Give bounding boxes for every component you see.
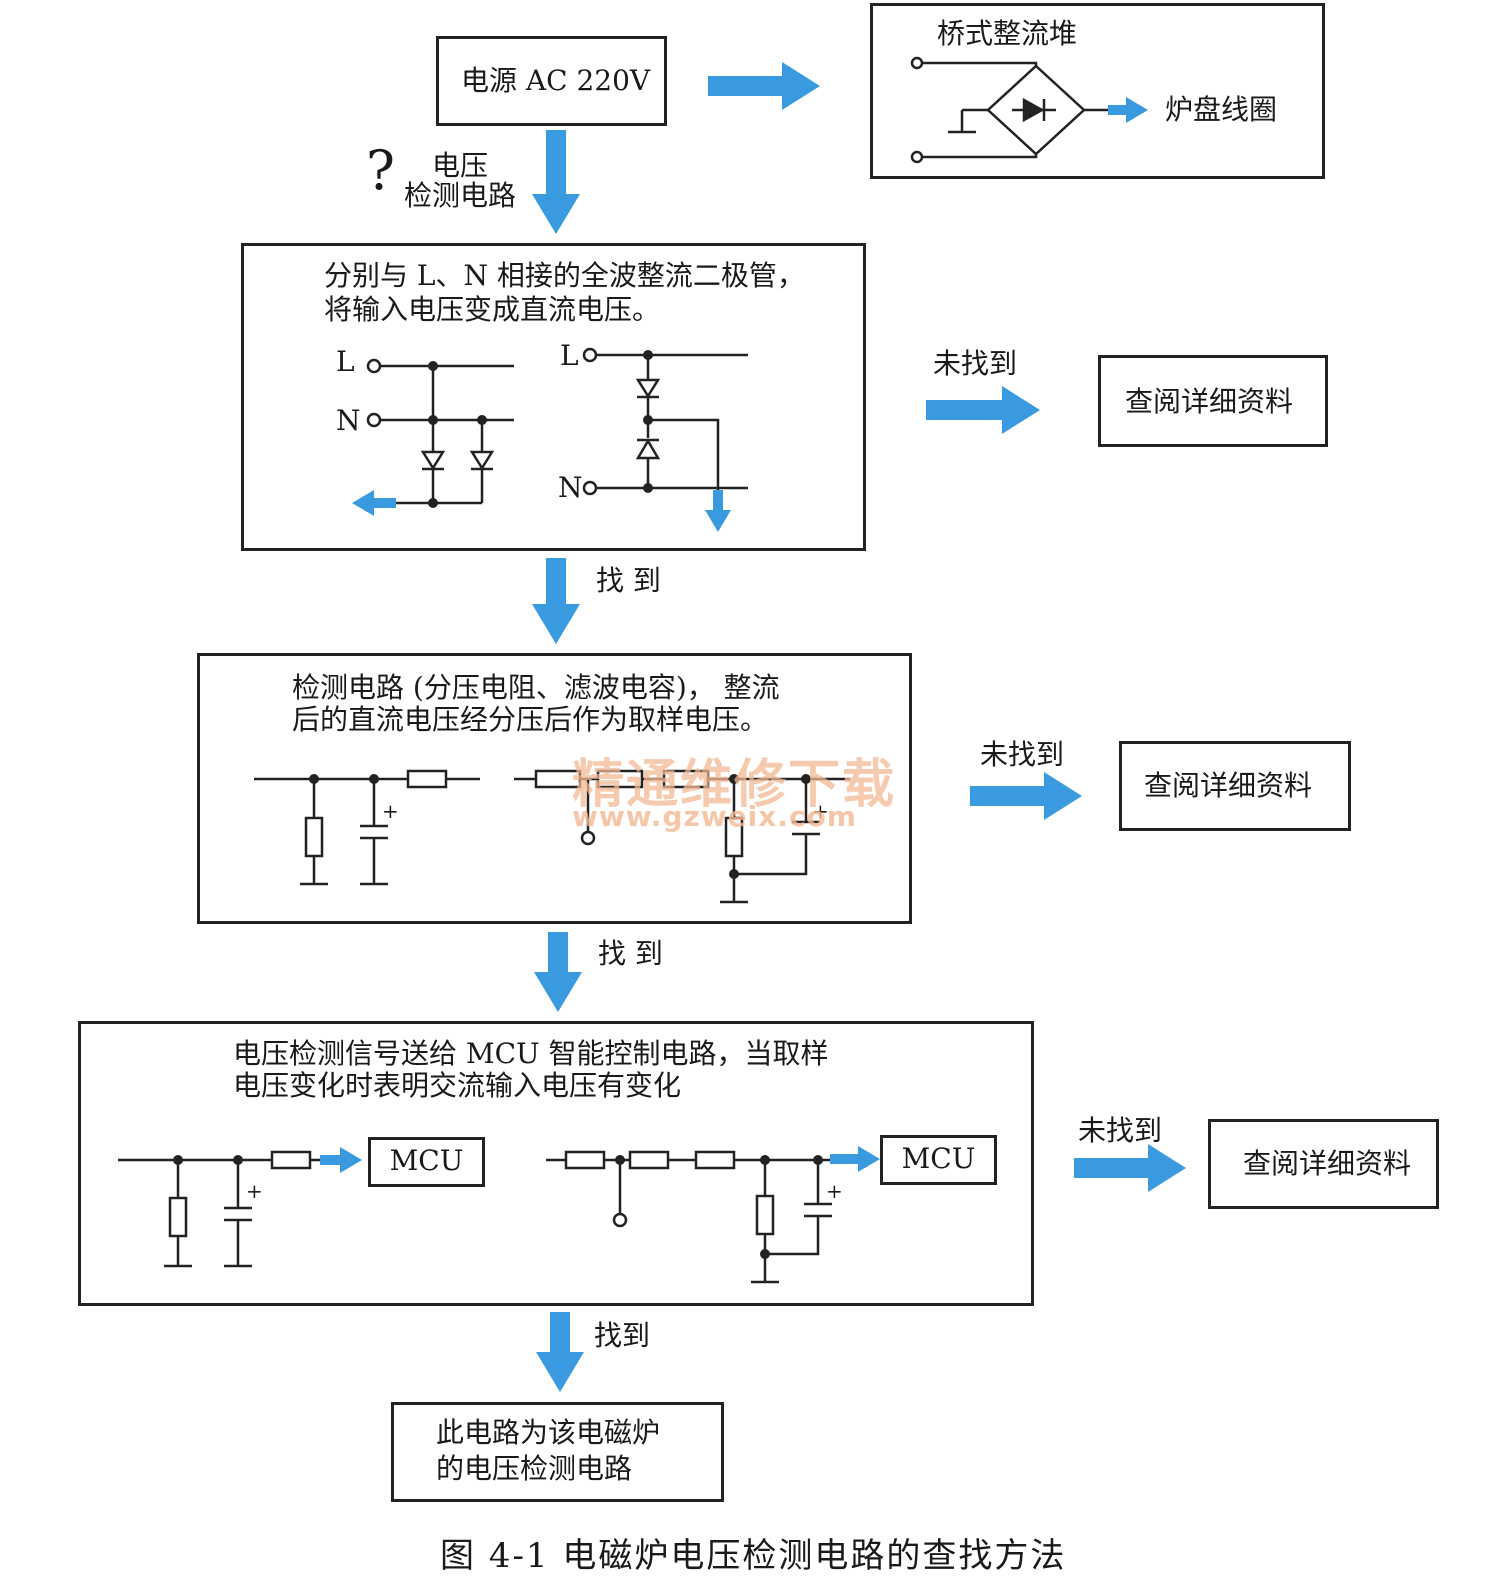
final-line1: 此电路为该电磁炉: [436, 1416, 661, 1449]
lookup-box-2: 查阅详细资料: [1119, 741, 1351, 831]
coil-label: 炉盘线圈: [1165, 93, 1278, 126]
step2-right-circuit: [514, 769, 850, 904]
bridge-rectifier-box: 桥式整流堆 炉盘线圈: [870, 3, 1325, 179]
arrow-down-3: [534, 932, 582, 1012]
step3-line2: 电压变化时表明交流输入电压有变化: [233, 1069, 682, 1102]
cap-plus-step2-left: +: [382, 799, 399, 823]
lookup-box-3: 查阅详细资料: [1208, 1119, 1439, 1209]
not-found-label-2: 未找到: [980, 738, 1065, 771]
mcu-block-1: MCU: [368, 1137, 485, 1187]
question-line2: 检测电路: [404, 179, 517, 212]
watermark-cn: 精通维修下载: [572, 754, 897, 815]
found-label-2: 找 到: [598, 937, 663, 970]
cap-plus-step2-right: +: [812, 799, 829, 823]
cap-plus-step3-right: +: [826, 1179, 843, 1203]
step1-left-dots: [428, 361, 487, 508]
step1-left-output-arrow: [352, 490, 396, 516]
cap-plus-step3-left: +: [246, 1179, 263, 1203]
terminal-l-left: L: [336, 345, 355, 378]
lookup-label-3: 查阅详细资料: [1243, 1147, 1412, 1180]
power-source-label: 电源 AC 220V: [461, 64, 651, 97]
arrow-right-notfound-3: [1074, 1144, 1186, 1192]
step3-left-circuit: [118, 1150, 322, 1268]
final-line2: 的电压检测电路: [436, 1452, 633, 1485]
arrow-right-notfound-2: [970, 772, 1082, 820]
bridge-title: 桥式整流堆: [937, 17, 1078, 50]
terminal-n-left: N: [336, 404, 361, 437]
step1-left-circuit: [366, 358, 514, 505]
arrow-right-to-bridge: [708, 62, 820, 110]
lookup-label-2: 查阅详细资料: [1144, 769, 1313, 802]
step1-line1: 分别与 L、N 相接的全波整流二极管，: [324, 259, 805, 292]
figure-caption: 图 4-1 电磁炉电压检测电路的查找方法: [440, 1536, 1067, 1576]
lookup-box-1: 查阅详细资料: [1098, 355, 1328, 447]
mcu-block-2: MCU: [880, 1135, 997, 1185]
step2-right-dots: [729, 774, 811, 879]
terminal-n-right: N: [558, 471, 583, 504]
not-found-label-1: 未找到: [933, 347, 1018, 380]
arrow-down-1: [532, 130, 580, 234]
step3-right-circuit: [546, 1150, 832, 1284]
step1-right-circuit: [582, 347, 748, 496]
step1-right-dots: [643, 350, 653, 493]
step3-right-mcu-arrow: [830, 1146, 880, 1172]
watermark-url: www.gzweix.com: [572, 800, 857, 833]
not-found-label-3: 未找到: [1078, 1114, 1163, 1147]
terminal-l-right: L: [560, 339, 579, 372]
arrow-right-notfound-1: [926, 386, 1040, 434]
lookup-label-1: 查阅详细资料: [1125, 385, 1294, 418]
step1-box: 分别与 L、N 相接的全波整流二极管， 将输入电压变成直流电压。: [241, 243, 866, 551]
step2-line1: 检测电路 (分压电阻、滤波电容)， 整流: [292, 671, 780, 704]
step3-left-mcu-arrow: [320, 1147, 362, 1173]
step2-left-circuit: [254, 769, 480, 886]
step1-line2: 将输入电压变成直流电压。: [324, 293, 661, 326]
power-source-box: 电源 AC 220V: [436, 36, 667, 126]
arrow-to-coil: [1108, 97, 1148, 123]
final-result-box: 此电路为该电磁炉 的电压检测电路: [391, 1402, 724, 1502]
question-mark: ?: [366, 139, 395, 202]
arrow-down-2: [532, 558, 580, 644]
step2-line2: 后的直流电压经分压后作为取样电压。: [292, 703, 769, 736]
found-label-1: 找 到: [596, 564, 661, 597]
step3-right-dots: [615, 1155, 823, 1259]
step3-left-dots: [173, 1155, 243, 1165]
step2-box: 检测电路 (分压电阻、滤波电容)， 整流 后的直流电压经分压后作为取样电压。: [197, 653, 912, 924]
question-line1: 电压: [432, 149, 489, 182]
step2-left-dots: [309, 774, 379, 784]
bridge-rectifier-symbol: [910, 56, 1110, 164]
found-label-3: 找到: [594, 1319, 651, 1352]
step1-right-output-arrow: [705, 490, 731, 532]
step3-line1: 电压检测信号送给 MCU 智能控制电路，当取样: [233, 1037, 829, 1070]
arrow-down-4: [536, 1312, 584, 1392]
